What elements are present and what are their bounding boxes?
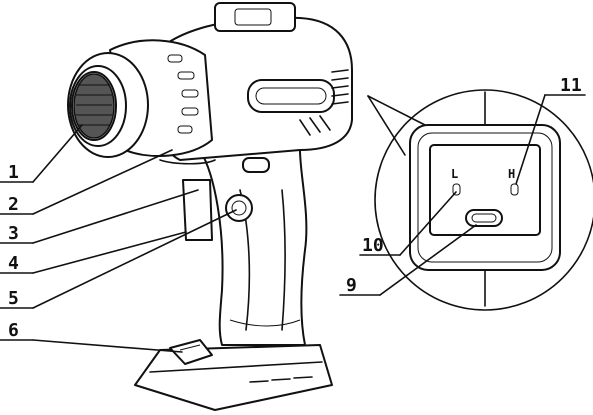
callout-leaders xyxy=(0,94,586,353)
callout-3: 3 xyxy=(8,223,19,244)
trigger[interactable] xyxy=(182,179,213,241)
top-switch xyxy=(214,2,296,32)
mode-switch-button[interactable] xyxy=(465,209,503,227)
indicator-light-right xyxy=(510,183,519,196)
callout-4: 4 xyxy=(8,253,19,274)
nozzle xyxy=(67,52,149,158)
rear-vents xyxy=(331,69,349,105)
indicator-light-left xyxy=(452,183,461,196)
mode-knob[interactable] xyxy=(225,194,253,222)
callout-1: 1 xyxy=(8,162,19,183)
panel-label-left: L xyxy=(451,167,458,181)
callout-5: 5 xyxy=(8,288,19,309)
heat-gun-illustration xyxy=(67,2,353,411)
handle xyxy=(199,149,308,346)
lock-button[interactable] xyxy=(242,157,270,173)
callout-10: 10 xyxy=(362,235,384,256)
callout-9: 9 xyxy=(346,275,357,296)
collar-slots xyxy=(167,54,199,134)
side-window xyxy=(247,79,335,113)
callout-2: 2 xyxy=(8,194,19,215)
callout-numbers: 1 2 3 4 5 6 9 10 11 xyxy=(8,75,582,341)
battery-release-button[interactable] xyxy=(169,339,213,365)
callout-6: 6 xyxy=(8,320,19,341)
panel-label-right: H xyxy=(508,167,515,181)
magnified-panel: L H xyxy=(367,89,593,311)
callout-11: 11 xyxy=(560,75,582,96)
